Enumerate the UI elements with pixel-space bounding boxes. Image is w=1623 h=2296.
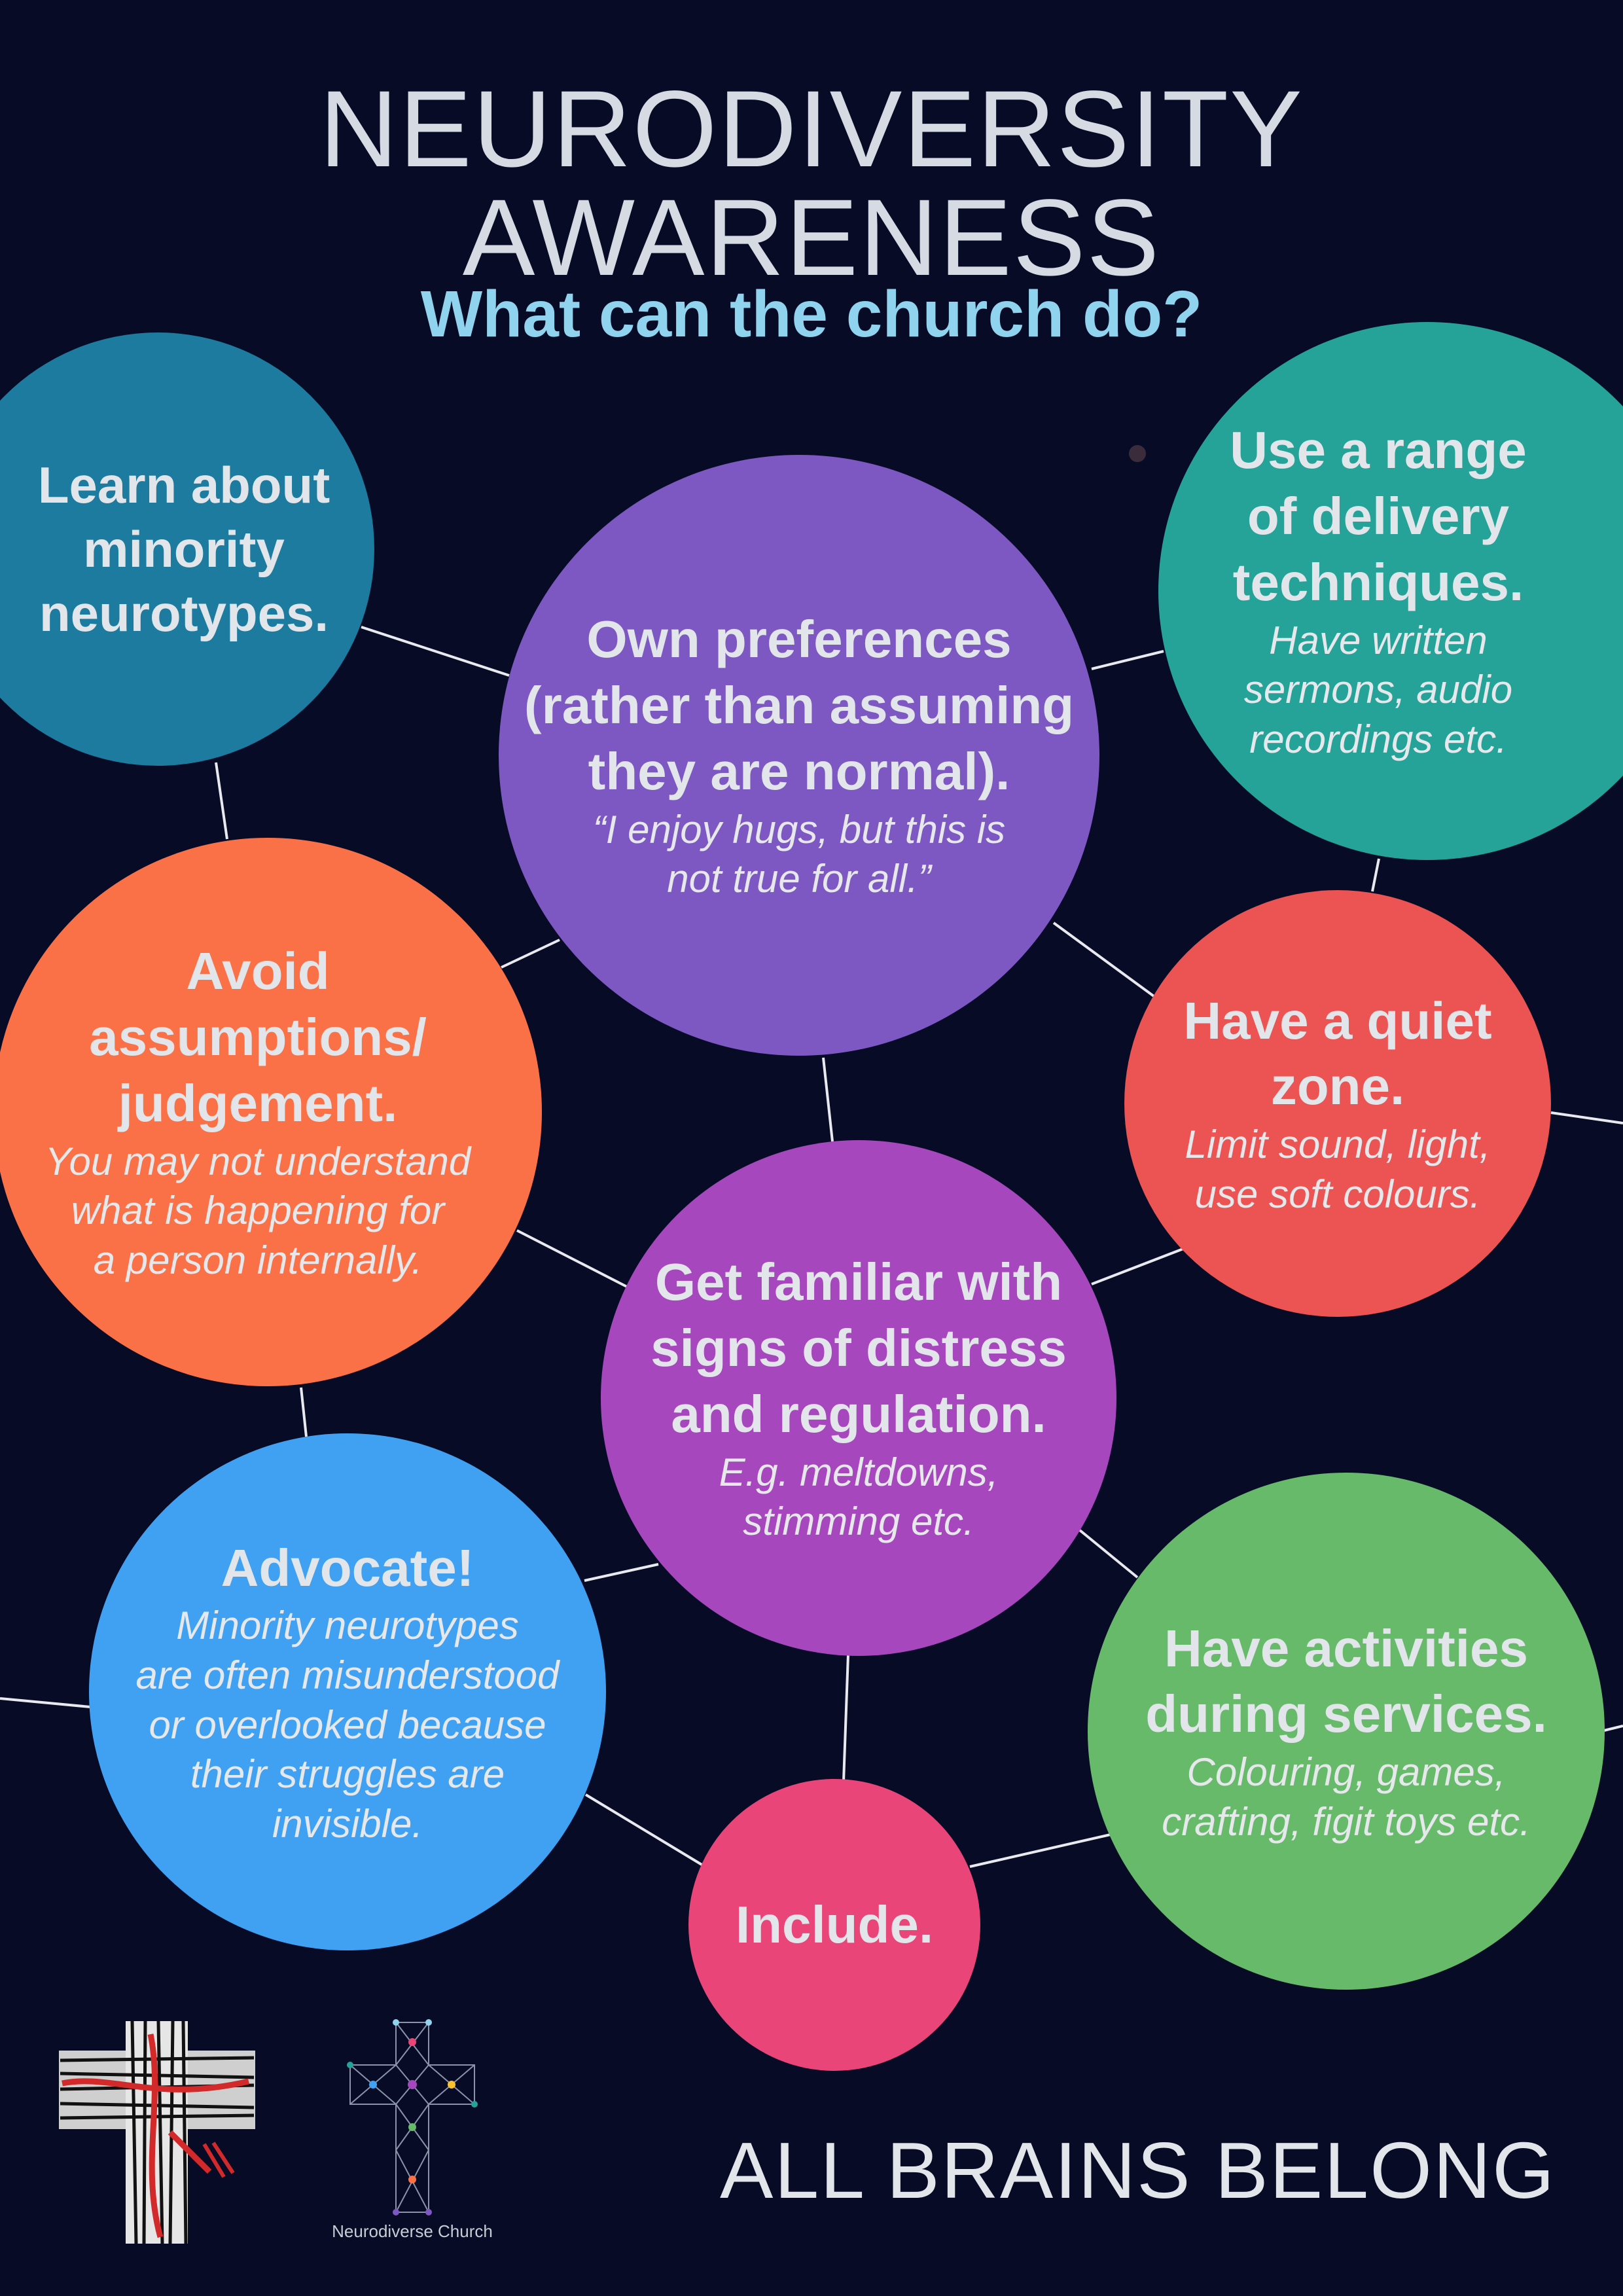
bubble-heading: Get familiar with signs of distress and … [651, 1253, 1067, 1443]
bubble-activities: Have activities during services. Colouri… [1088, 1473, 1605, 1990]
bubble-heading: Have a quiet zone. [1183, 991, 1492, 1116]
bubble-heading: Include. [735, 1895, 934, 1954]
bubble-note: Have written sermons, audio recordings e… [1243, 618, 1513, 761]
connector-line [1601, 1725, 1623, 1732]
connector-line [215, 762, 228, 840]
connector-line [361, 626, 510, 677]
connector-line [822, 1057, 834, 1142]
connector-line [584, 1793, 704, 1867]
dot-decoration [1129, 445, 1146, 462]
poster-subtitle: What can the church do? [420, 278, 1203, 351]
bubble-own-preferences: Own preferences (rather than assuming th… [499, 455, 1099, 1056]
connector-line [842, 1654, 849, 1782]
logo-label: Neurodiverse Church [332, 2221, 493, 2241]
connector-line [1079, 1529, 1139, 1579]
bubble-avoid: Avoid assumptions/ judgement. You may no… [0, 838, 542, 1386]
connector-line [0, 1697, 91, 1708]
bubble-note: Colouring, games, crafting, figit toys e… [1162, 1750, 1531, 1844]
connector-line [501, 939, 560, 969]
bubble-quiet-zone: Have a quiet zone. Limit sound, light, u… [1124, 890, 1551, 1317]
connector-line [1052, 922, 1155, 997]
bubble-heading: Own preferences (rather than assuming th… [524, 610, 1075, 800]
connector-line [1091, 650, 1164, 670]
bubble-note: Minority neurotypes are often misunderst… [135, 1604, 560, 1846]
connector-line [584, 1563, 659, 1582]
connector-line [1550, 1111, 1623, 1124]
connector-line [300, 1387, 308, 1437]
bubble-heading: Use a range of delivery techniques. [1230, 421, 1527, 611]
bubble-include: Include. [688, 1779, 980, 2071]
bubble-heading: Advocate! [221, 1538, 474, 1597]
bubble-get-familiar: Get familiar with signs of distress and … [601, 1140, 1116, 1656]
connector-line [969, 1831, 1120, 1868]
connector-line [1371, 858, 1380, 892]
connector-line [516, 1229, 628, 1288]
bubble-advocate: Advocate! Minority neurotypes are often … [89, 1433, 606, 1950]
bubble-note: Limit sound, light, use soft colours. [1185, 1122, 1491, 1216]
bubble-note: You may not understand what is happening… [45, 1139, 471, 1282]
poster-title: NEURODIVERSITY AWARENESS [319, 69, 1304, 298]
bubble-note: “I enjoy hugs, but this is not true for … [592, 807, 1006, 901]
tagline: ALL BRAINS BELONG [720, 2126, 1556, 2215]
bubble-heading: Have activities during services. [1145, 1619, 1547, 1744]
bubble-learn: Learn about minority neurotypes. [0, 332, 374, 766]
bubble-heading: Avoid assumptions/ judgement. [89, 942, 427, 1132]
bubble-delivery: Use a range of delivery techniques. Have… [1158, 322, 1623, 860]
connector-line [1091, 1247, 1184, 1285]
bubble-note: E.g. meltdowns, stimming etc. [719, 1450, 999, 1544]
painted-cross-logo [59, 2021, 255, 2244]
bubble-heading: Learn about minority neurotypes. [37, 456, 330, 643]
network-cross-logo [347, 2019, 478, 2215]
